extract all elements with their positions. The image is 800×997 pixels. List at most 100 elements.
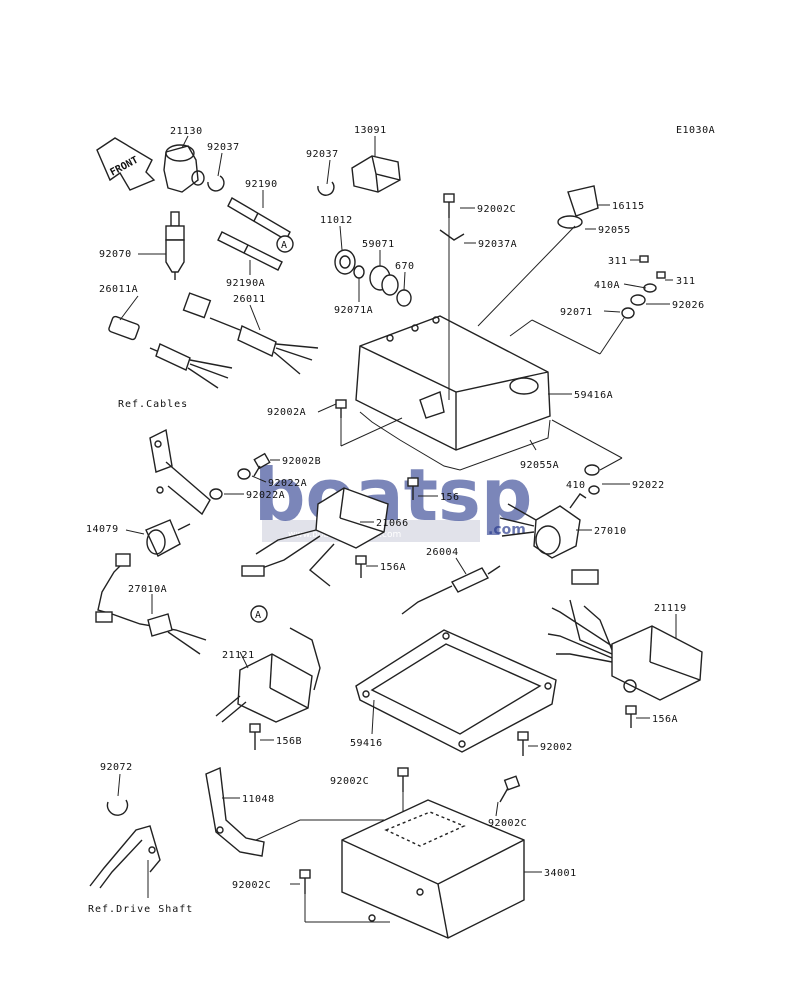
- bolt-92002: [517, 731, 529, 756]
- part-label: 156B: [276, 736, 302, 747]
- resistor-26004: [401, 565, 501, 615]
- part-label: 92002C: [232, 880, 271, 891]
- part-label: 92002A: [267, 407, 306, 418]
- part-label: 11012: [320, 215, 353, 226]
- clip-92037A: [439, 229, 465, 241]
- bolt-156A-2: [625, 705, 637, 728]
- marker-a-bottom: [250, 605, 268, 623]
- marker-a-top-text: A: [281, 240, 288, 251]
- part-label: 92072: [100, 762, 133, 773]
- washer-92022A-2: [209, 488, 223, 500]
- bolt-92002C-bottom: [299, 869, 311, 894]
- marker-a-bottom-text: A: [255, 610, 262, 621]
- seal-92026: [630, 294, 646, 306]
- part-label: 92071A: [334, 305, 373, 316]
- cap-16115: [557, 185, 599, 229]
- part-label: 92002C: [488, 818, 527, 829]
- connector-26011A: [108, 315, 233, 389]
- part-label: 92037A: [478, 239, 517, 250]
- part-label: 92002C: [330, 776, 369, 787]
- bolt-92002A: [335, 399, 347, 418]
- harness-27010A: [95, 553, 207, 655]
- part-label: 59416A: [574, 390, 613, 401]
- cable-bracket: [149, 428, 211, 516]
- spark-plug-cap-21130: [163, 144, 205, 193]
- nut-311b: [656, 271, 666, 279]
- part-label: 92055A: [520, 460, 559, 471]
- part-label: 92055: [598, 225, 631, 236]
- part-label: 26011: [233, 294, 266, 305]
- tray-59416: [355, 629, 557, 753]
- part-label: 27010: [594, 526, 627, 537]
- part-label: 92190A: [226, 278, 265, 289]
- part-label: 34001: [544, 868, 577, 879]
- ref-drive-shaft: Ref.Drive Shaft: [88, 904, 193, 915]
- part-label: 410A: [594, 280, 620, 291]
- part-label: 670: [395, 261, 415, 272]
- part-label: 59416: [350, 738, 383, 749]
- part-label: 92071: [560, 307, 593, 318]
- ignition-coil-21121: [215, 627, 321, 723]
- grommet-59071: [369, 265, 399, 296]
- bolt-92002C-top: [443, 193, 455, 218]
- electric-case-59416A: [355, 315, 551, 451]
- part-label: 27010A: [128, 584, 167, 595]
- bolt-92002C-right: [499, 775, 521, 803]
- clip-92037: [207, 175, 225, 192]
- bracket-11048: [205, 766, 265, 857]
- bracket-13091: [351, 155, 401, 193]
- nut-311a: [639, 255, 649, 263]
- leader-lines: [117, 135, 677, 923]
- drive-shaft-bracket: [89, 825, 161, 889]
- connector-26011: [182, 292, 319, 375]
- part-label: 21121: [222, 650, 255, 661]
- part-label: 11048: [242, 794, 275, 805]
- part-label: 26004: [426, 547, 459, 558]
- front-arrow: FRONT: [96, 137, 156, 191]
- part-label: 92022A: [268, 478, 307, 489]
- gasket-92055A: [359, 411, 551, 471]
- oring-92071: [621, 307, 635, 319]
- part-label: 92070: [99, 249, 132, 260]
- starter-relay-27010: [499, 493, 587, 559]
- part-label: 92002: [540, 742, 573, 753]
- part-label: 156A: [380, 562, 406, 573]
- watermark-brand: boatsp: [254, 453, 532, 537]
- part-labels: 21130 92037 92037 13091 92190 92070 1101…: [86, 125, 705, 891]
- part-label: 16115: [612, 201, 645, 212]
- bolt-92002B: [253, 452, 271, 477]
- grommet-11012: [334, 249, 356, 275]
- relay-14079: [145, 519, 191, 557]
- bolt-92002C-mid: [397, 767, 409, 792]
- part-label: 92002C: [477, 204, 516, 215]
- part-label: 26011A: [99, 284, 138, 295]
- part-label: 156A: [652, 714, 678, 725]
- marker-a-top: [276, 235, 294, 253]
- part-label: 92190: [245, 179, 278, 190]
- part-label: 59071: [362, 239, 395, 250]
- part-label: 156: [440, 492, 460, 503]
- diagram-code: E1030A: [676, 125, 715, 136]
- part-label: 13091: [354, 125, 387, 136]
- bolt-156B: [249, 723, 261, 750]
- washer-410: [588, 485, 600, 495]
- ref-cables: Ref.Cables: [118, 399, 188, 410]
- bolt-156: [407, 477, 419, 500]
- part-label: 311: [676, 276, 696, 287]
- part-label: 21066: [376, 518, 409, 529]
- washer-92022: [584, 464, 600, 476]
- part-label: 92022: [632, 480, 665, 491]
- part-label: 92037: [306, 149, 339, 160]
- part-label: 21130: [170, 126, 203, 137]
- base-plate-34001: [341, 799, 525, 939]
- cdi-unit-21119: [547, 569, 703, 701]
- tube-92190: [227, 197, 291, 241]
- part-label: 92026: [672, 300, 705, 311]
- part-label: 92022A: [246, 490, 285, 501]
- bolt-156A-1: [355, 555, 367, 578]
- part-label: 92037: [207, 142, 240, 153]
- part-label: 21119: [654, 603, 687, 614]
- part-label: 311: [608, 256, 628, 267]
